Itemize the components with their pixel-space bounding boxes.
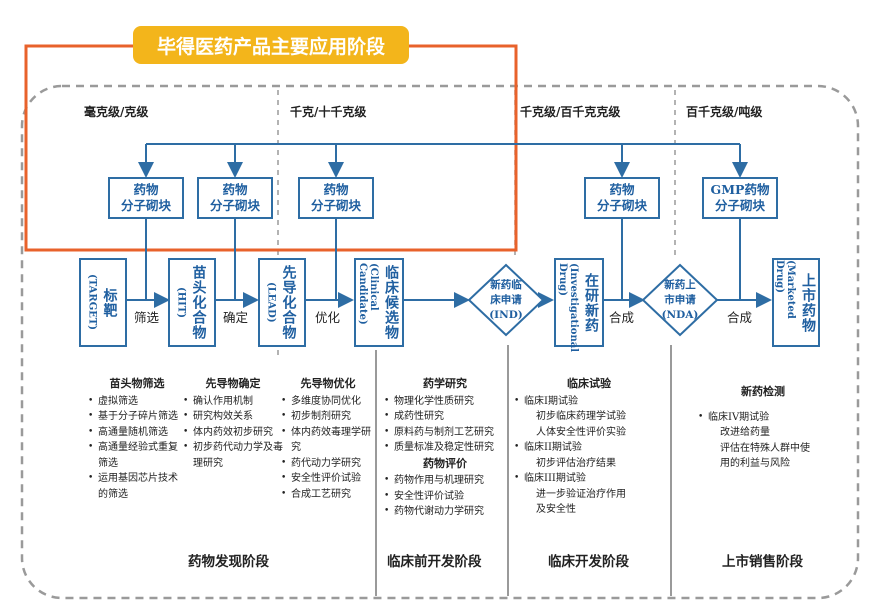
phase-clinical: 临床开发阶段: [548, 554, 629, 570]
page-title: 毕得医药产品主要应用阶段: [133, 26, 409, 64]
outer-frame: [20, 84, 860, 600]
phase-preclinical: 临床前开发阶段: [387, 554, 482, 570]
stage-hit: 苗头化合物(HIT): [168, 258, 216, 347]
edge-label-screen: 筛选: [134, 310, 160, 325]
edge-label-synth-2: 合成: [727, 310, 753, 325]
molecule-box-3: 药物分子砌块: [298, 177, 374, 219]
molecule-box-1: 药物分子砌块: [108, 177, 184, 219]
hit-screening-list: 苗头物筛选 虚拟筛选 基于分子碎片筛选 高通量随机筛选 高通量经验式重复筛选 运…: [88, 376, 186, 502]
edge-label-confirm: 确定: [223, 310, 249, 325]
highlight-box: [24, 44, 518, 252]
lead-determination-list: 先导物确定 确认作用机制 研究构效关系 体内药效初步研究 初步药代动力学及毒理研…: [183, 376, 283, 471]
nda-diamond: [641, 263, 719, 337]
edge-label-optimize: 优化: [315, 310, 341, 325]
clinical-trials-list: 临床试验 临床I期试验 初步临床药理学试验 人体安全性评价实验 临床II期试验 …: [514, 376, 664, 518]
stage-lead: 先导化合物(LEAD): [258, 258, 306, 347]
gmp-molecule-box: GMP药物分子砌块: [702, 177, 778, 219]
scale-label-100kg: 千克级/百千克克级: [520, 105, 621, 119]
molecule-box-4: 药物分子砌块: [584, 177, 660, 219]
ind-label: 新药临床申请(IND): [489, 279, 523, 321]
stage-clinical-candidate: 临床候选物(Clinical Candidate): [354, 258, 404, 347]
stage-investigational-drug: 在研新药(Investigational Drug): [554, 258, 604, 352]
stage-target: 标靶(TARGET): [79, 258, 127, 347]
phase-discovery: 药物发现阶段: [188, 554, 269, 570]
molecule-box-2: 药物分子砌块: [197, 177, 273, 219]
ind-diamond: [467, 263, 545, 337]
scale-label-mg: 毫克级/克级: [84, 105, 149, 119]
lead-optimization-list: 先导物优化 多维度协同优化 初步制剂研究 体内药效毒理学研究 药代动力学研究 安…: [281, 376, 375, 502]
post-market-list: 新药检测 临床IV期试验 改进给药量 评估在特殊人群中使 用的利益与风险: [698, 384, 828, 472]
edge-label-synth-1: 合成: [609, 310, 635, 325]
nda-label: 新药上市申请(NDA): [661, 279, 699, 321]
scale-label-ton: 百千克级/吨级: [686, 105, 763, 119]
phase-market: 上市销售阶段: [722, 554, 803, 570]
stage-marketed-drug: 上市药物(Marketed Drug): [772, 258, 820, 347]
preclinical-list: 药学研究 物理化学性质研究 成药性研究 原料药与制剂工艺研究 质量标准及稳定性研…: [384, 376, 506, 520]
scale-label-kg: 千克/十千克级: [290, 105, 367, 119]
